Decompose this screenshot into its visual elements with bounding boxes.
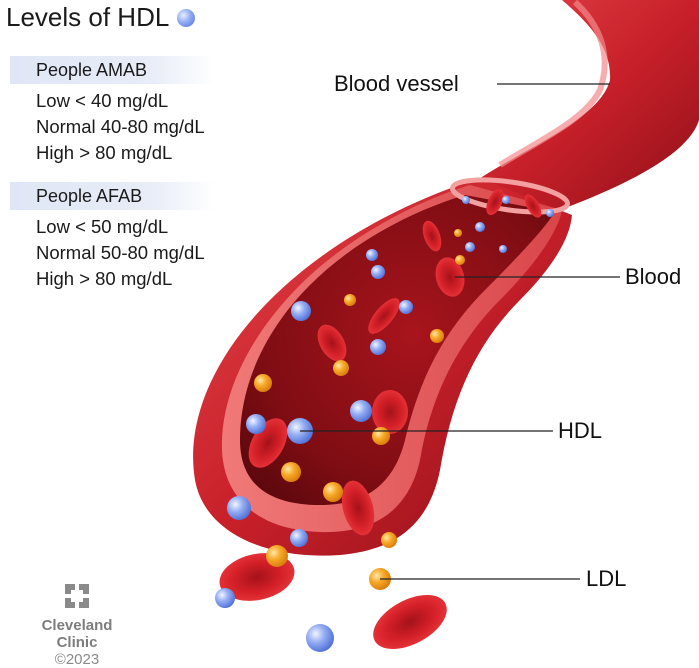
hdl-particle — [475, 222, 485, 232]
ldl-particle — [344, 294, 356, 306]
logo-line-2: Clinic — [22, 634, 132, 651]
hdl-particle — [366, 249, 378, 261]
red-blood-cell — [364, 584, 455, 660]
cleveland-clinic-logo: Cleveland Clinic ©2023 — [22, 583, 132, 668]
ldl-particle — [333, 360, 349, 376]
hdl-particle — [462, 196, 470, 204]
hdl-particle — [227, 496, 251, 520]
hdl-particle — [399, 300, 413, 314]
ldl-particle — [455, 255, 465, 265]
callout-ldl: LDL — [586, 566, 626, 592]
ldl-particle — [281, 462, 301, 482]
ldl-particle — [323, 482, 343, 502]
vessel-lumen — [240, 195, 555, 505]
hdl-particle — [290, 529, 308, 547]
hdl-particle — [502, 196, 510, 204]
red-blood-cell — [372, 390, 408, 434]
hdl-particle — [306, 624, 334, 652]
hdl-particle — [465, 242, 475, 252]
ldl-particle — [430, 329, 444, 343]
ldl-particle — [266, 545, 288, 567]
hdl-particle — [215, 588, 235, 608]
hdl-particle — [350, 400, 372, 422]
logo-line-1: Cleveland — [22, 617, 132, 634]
callout-blood-vessel: Blood vessel — [334, 71, 459, 97]
ldl-particle — [254, 374, 272, 392]
ldl-particle — [372, 427, 390, 445]
callout-blood: Blood — [625, 264, 681, 290]
exiting-particles — [215, 545, 456, 660]
ldl-particle — [381, 532, 397, 548]
callout-hdl: HDL — [558, 418, 602, 444]
hdl-particle — [371, 265, 385, 279]
hdl-particle — [370, 339, 386, 355]
cleveland-clinic-mark-icon — [64, 583, 90, 609]
hdl-particle — [499, 245, 507, 253]
logo-copyright: ©2023 — [22, 651, 132, 668]
hdl-particle — [291, 301, 311, 321]
ldl-particle — [454, 229, 462, 237]
hdl-particle — [246, 414, 266, 434]
hdl-particle — [546, 209, 554, 217]
